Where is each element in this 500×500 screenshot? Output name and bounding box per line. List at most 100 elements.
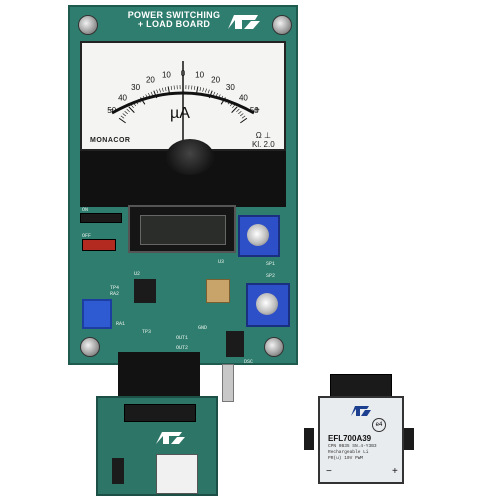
st-logo-icon — [228, 15, 260, 29]
terminal-top[interactable] — [238, 215, 280, 257]
meter-scale: 504030201001020304050 − + — [107, 61, 260, 147]
meter-minor-tick — [142, 95, 146, 100]
adapter-connector — [124, 404, 196, 422]
meter-scale-label: 20 — [146, 75, 155, 84]
meter-tick — [140, 97, 146, 105]
board-title: POWER SWITCHING + LOAD BOARD — [114, 11, 234, 29]
meter-scale-label: 50 — [107, 106, 116, 115]
lcd-display — [128, 205, 236, 253]
analog-microammeter: 504030201001020304050 − + µA MONACOR Ω ⊥… — [80, 41, 286, 151]
battery-module-carrier: e4 EFL700A39 CPN 0B35 SN.4-Y3B3 Recharge… — [304, 374, 414, 492]
meter-minor-tick — [156, 89, 159, 94]
meter-minor-tick — [126, 108, 130, 112]
meter-tick — [167, 86, 171, 95]
silk-ra1: RA1 — [116, 321, 126, 327]
power-switching-load-board: POWER SWITCHING + LOAD BOARD 50403020100… — [68, 5, 298, 365]
adapter-board — [96, 396, 218, 496]
module-plus: + — [392, 466, 398, 477]
silk-u2: U2 — [134, 271, 141, 277]
meter-minor-tick — [241, 115, 246, 119]
meter-ticks — [118, 85, 248, 124]
board-title-line1: POWER SWITCHING — [127, 10, 221, 20]
meter-class-line1: Ω ⊥ — [255, 131, 271, 140]
chip-u2 — [134, 279, 156, 303]
silk-u3: U3 — [218, 259, 225, 265]
meter-scale-label: 40 — [118, 93, 127, 102]
meter-minor-tick — [135, 100, 139, 105]
meter-plus-sign: + — [254, 105, 260, 116]
silk-off: OFF — [82, 233, 92, 239]
meter-tick — [220, 97, 226, 105]
silk-on: ON — [82, 207, 89, 213]
meter-minor-tick — [199, 86, 202, 92]
meter-scale-label: 20 — [211, 75, 220, 84]
efl700a39-module: e4 EFL700A39 CPN 0B35 SN.4-Y3B3 Recharge… — [318, 396, 404, 484]
meter-minor-tick — [145, 94, 148, 99]
meter-tick — [240, 117, 248, 124]
meter-tick — [231, 106, 238, 113]
silk-gnd: GND — [198, 325, 208, 331]
module-contact-left — [304, 428, 314, 450]
blue-trimmer[interactable] — [82, 299, 112, 329]
usb-port[interactable] — [112, 458, 124, 484]
screw — [272, 15, 292, 35]
meter-minor-tick — [124, 110, 128, 115]
silk-tp4: TP4 — [110, 285, 120, 291]
jumper-lead — [222, 364, 234, 402]
meter-minor-tick — [133, 102, 137, 107]
board-title-line2: + LOAD BOARD — [137, 19, 211, 29]
ribbon-cable — [118, 352, 200, 402]
ce-e4-badge: e4 — [372, 418, 386, 432]
meter-minor-tick — [194, 85, 196, 90]
meter-class-label: Ω ⊥ Kl. 2.0 — [252, 131, 275, 149]
screw — [78, 15, 98, 35]
zero-adjust-knob[interactable] — [166, 139, 214, 175]
meter-minor-tick — [220, 95, 224, 100]
module-line1: CPN 0B35 SN.4-Y3B3 — [328, 444, 377, 449]
meter-brand: MONACOR — [90, 137, 131, 144]
silk-out2: OUT2 — [176, 345, 189, 351]
silk-dsc: DSC — [244, 359, 254, 365]
meter-scale-label: 10 — [162, 71, 171, 80]
meter-minor-tick — [159, 88, 161, 93]
module-contact-right — [404, 428, 414, 450]
meter-minor-tick — [202, 87, 205, 92]
meter-minor-tick — [137, 99, 141, 103]
meter-minor-tick — [207, 89, 210, 94]
meter-minor-tick — [161, 87, 164, 92]
meter-minor-tick — [215, 93, 218, 97]
meter-scale-label: 30 — [131, 83, 140, 92]
meter-minor-tick — [205, 88, 207, 93]
module-minus: − — [326, 466, 332, 477]
lcd-glass — [140, 215, 226, 245]
silk-tp3: TP3 — [142, 329, 152, 335]
usb-module — [156, 454, 198, 494]
module-name: EFL700A39 — [328, 434, 372, 443]
meter-minus-sign: − — [108, 105, 114, 116]
module-line2: Rechargeable Li — [328, 450, 369, 455]
regulator — [226, 331, 244, 357]
potentiometer[interactable] — [206, 279, 230, 303]
silk-out1: OUT1 — [176, 335, 189, 341]
terminal-bottom[interactable] — [246, 283, 290, 327]
adapter-st-logo-icon — [150, 428, 190, 448]
red-switch[interactable] — [82, 239, 116, 251]
meter-tick — [195, 86, 199, 95]
meter-scale-label: 30 — [226, 83, 235, 92]
silk-sp2: SP2 — [266, 273, 276, 279]
meter-minor-tick — [218, 94, 221, 99]
module-st-logo-icon — [351, 406, 371, 416]
meter-tick — [118, 117, 126, 124]
meter-minor-tick — [122, 113, 127, 117]
meter-minor-tick — [213, 91, 216, 96]
meter-tick — [128, 106, 135, 113]
meter-minor-tick — [150, 91, 153, 96]
meter-minor-tick — [225, 99, 229, 103]
silk-ra2: RA2 — [110, 291, 120, 297]
meter-minor-tick — [227, 100, 231, 105]
meter-minor-tick — [170, 85, 172, 90]
connector-on — [80, 213, 122, 223]
meter-minor-tick — [120, 115, 125, 119]
meter-scale-label: 10 — [195, 71, 204, 80]
meter-minor-tick — [239, 113, 244, 117]
